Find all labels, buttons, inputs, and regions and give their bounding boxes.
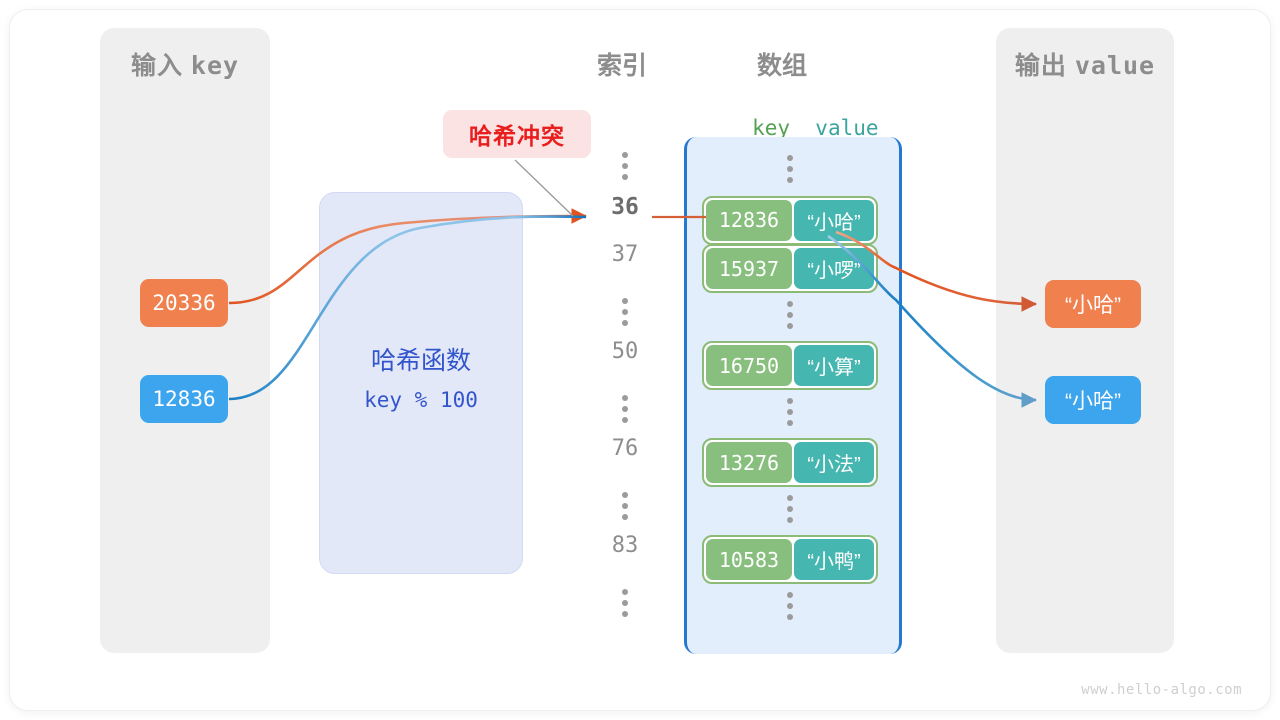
index-label-83: 83 [611,533,639,558]
input-key-pill-0[interactable]: 20336 [140,279,228,327]
input-panel-title: 输入 key [100,46,270,82]
index-column: 36 37 50 76 83 [580,140,670,650]
output-value-panel: 输出 value [996,28,1174,653]
array-cell[interactable]: 16750“小算” [702,341,878,390]
array-cell[interactable]: 10583“小鸭” [702,535,878,584]
input-panel-title-cn: 输入 [130,52,183,80]
array-cell-value: “小鸭” [794,539,874,580]
hash-function-box: 哈希函数 key % 100 [319,192,523,574]
array-ellipsis [786,300,794,329]
input-panel-title-mono: key [190,51,240,80]
value-subheading-label: value [815,116,879,140]
array-cell-key: 13276 [706,442,792,483]
array-cell-value: “小算” [794,345,874,386]
index-ellipsis [621,491,629,520]
array-cell-value: “小啰” [794,248,874,289]
output-panel-title: 输出 value [996,46,1174,82]
array-cell-value: “小法” [794,442,874,483]
index-label-76: 76 [611,436,639,461]
array-ellipsis [786,155,794,183]
index-ellipsis [621,588,629,617]
array-cell[interactable]: 13276“小法” [702,438,878,487]
index-ellipsis [621,394,629,423]
output-panel-title-mono: value [1074,51,1156,80]
index-label-50: 50 [611,339,639,364]
key-value-subheading: key value [684,92,896,164]
array-cell-value: “小哈” [794,199,874,241]
output-panel-title-cn: 输出 [1014,52,1067,80]
index-column-heading: 索引 [597,52,648,80]
watermark: www.hello-algo.com [1081,682,1242,698]
hash-function-name: 哈希函数 [370,347,471,375]
array-column-heading: 数组 [757,52,808,80]
array-cell[interactable]: 15937“小啰” [702,244,878,293]
hash-function-expression: key % 100 [364,388,478,412]
array-cell-key: 12836 [706,199,792,241]
key-subheading-label: key [752,116,790,140]
output-value-pill-1[interactable]: “小哈” [1045,376,1141,424]
array-cell[interactable]: 12836“小哈” [702,195,878,245]
index-ellipsis [621,152,629,180]
input-key-panel: 输入 key [100,28,270,653]
index-label-36: 36 [611,193,639,220]
input-key-pill-1[interactable]: 12836 [140,375,228,423]
hash-collision-badge: 哈希冲突 [443,110,591,158]
array-ellipsis [786,397,794,426]
array-cell-key: 16750 [706,345,792,386]
array-cell-key: 15937 [706,248,792,289]
index-label-37: 37 [611,242,639,267]
index-ellipsis [621,297,629,326]
array-ellipsis [786,591,794,620]
output-value-pill-0[interactable]: “小哈” [1045,280,1141,328]
array-cell-key: 10583 [706,539,792,580]
array-ellipsis [786,494,794,523]
